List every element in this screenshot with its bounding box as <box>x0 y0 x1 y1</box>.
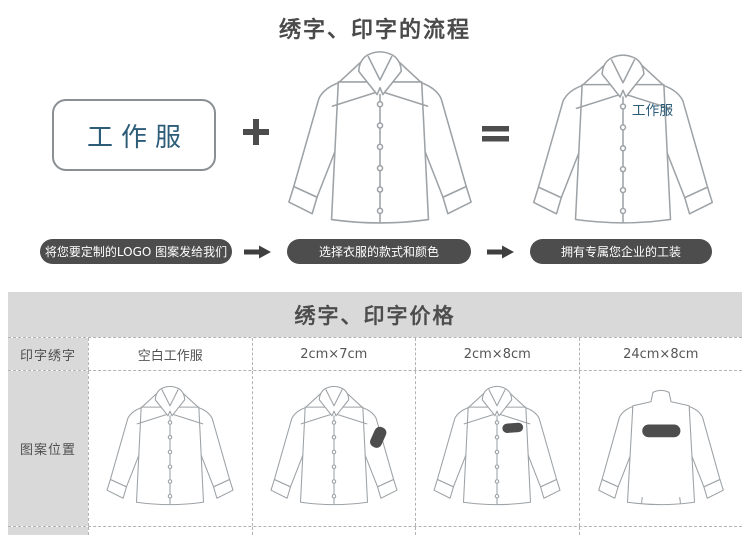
column-header-2x7cm: 2cm×7cm <box>251 338 415 370</box>
shirt-front-plain-illustration <box>103 376 237 522</box>
stub-cell <box>415 527 579 535</box>
step-pill-send-logo-label: 将您要定制的LOGO 图案发给我们 <box>44 245 228 259</box>
shirt-front-plain-illustration <box>283 48 477 237</box>
workwear-box: 工作服 <box>52 99 216 171</box>
shirt-with-logo-illustration: 工作服 <box>528 51 718 237</box>
workwear-box-label: 工作服 <box>86 122 189 153</box>
column-header-24x8cm: 24cm×8cm <box>578 338 742 370</box>
cell-shirt-sleeve-patch <box>251 371 415 526</box>
equals-icon <box>482 123 509 145</box>
stub-label-cell <box>8 527 88 535</box>
back-patch <box>641 424 681 437</box>
row-header-pattern-position: 图案位置 <box>8 371 88 526</box>
shirt-back-patch-illustration <box>594 376 728 522</box>
price-title: 绣字、印字价格 <box>294 303 456 328</box>
sleeve-patch <box>369 426 387 448</box>
price-section: 绣字、印字价格 印字绣字 空白工作服 2cm×7cm 2cm×8cm 24cm×… <box>8 292 742 535</box>
row-header-print-embroidery: 印字绣字 <box>8 338 88 370</box>
pattern-position-row: 图案位置 <box>8 371 742 527</box>
arrow-right-icon <box>487 245 515 259</box>
shirt-logo-text: 工作服 <box>632 103 674 119</box>
shirt-sleeve-patch-illustration <box>267 376 401 522</box>
process-flow-section: 绣字、印字的流程 工作服 工作服 将您要定制的LOGO 图案发给我们 选择衣服的… <box>40 18 718 264</box>
arrow-right-icon <box>244 245 272 259</box>
table-next-row-cutoff <box>8 527 742 535</box>
cell-shirt-chest-patch <box>415 371 579 526</box>
step-pill-choose-style-label: 选择衣服的款式和颜色 <box>318 245 439 259</box>
column-header-blank-workwear: 空白工作服 <box>88 338 252 370</box>
stub-cell <box>251 527 415 535</box>
stub-cell <box>88 527 252 535</box>
stub-cell <box>578 527 742 535</box>
step-pill-send-logo: 将您要定制的LOGO 图案发给我们 <box>40 239 232 264</box>
shirt-chest-patch-illustration <box>430 376 564 522</box>
cell-shirt-blank <box>88 371 252 526</box>
step-pill-own-workwear: 拥有专属您企业的工装 <box>530 239 712 264</box>
cell-shirt-back-patch <box>578 371 742 526</box>
price-size-header-row: 印字绣字 空白工作服 2cm×7cm 2cm×8cm 24cm×8cm <box>8 337 742 371</box>
chest-patch <box>502 422 524 433</box>
step-pill-own-workwear-label: 拥有专属您企业的工装 <box>560 245 681 259</box>
column-header-2x8cm: 2cm×8cm <box>415 338 579 370</box>
step-pill-choose-style: 选择衣服的款式和颜色 <box>287 239 471 264</box>
price-section-title-band: 绣字、印字价格 <box>8 292 742 337</box>
plus-icon <box>243 119 269 145</box>
flow-title: 绣字、印字的流程 <box>278 18 471 43</box>
